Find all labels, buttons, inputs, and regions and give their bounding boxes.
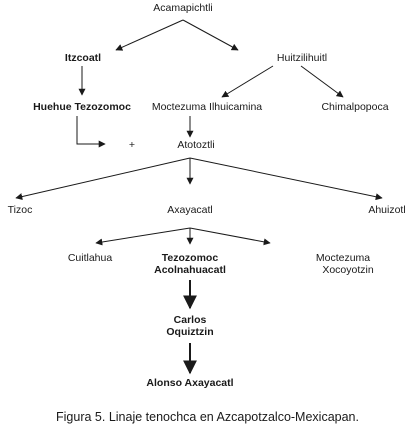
figure-caption: Figura 5. Linaje tenochca en Azcapotzalc…	[56, 410, 359, 424]
person-tezozomoc-acolnahuacatl-line1: Tezozomoc	[161, 252, 219, 264]
plus-sign: +	[128, 139, 136, 151]
person-acamapichtli: Acamapichtli	[153, 2, 213, 14]
person-moctezuma-xocoyotzin-line1: Moctezuma	[315, 252, 371, 264]
arrow-huitzilihuitl-chimalpopoca	[300, 65, 344, 98]
arrow-huehue-union	[76, 116, 106, 148]
arrow-axayacatl-moctezuma-x	[189, 227, 271, 246]
person-tezozomoc-acolnahuacatl-line2: Acolnahuacatl	[154, 264, 226, 276]
arrow-axayacatl-cuitlahua	[95, 227, 191, 246]
arrow-acamapichtli-huitzilihuitl	[182, 19, 239, 51]
person-moctezuma-ilhuicamina: Moctezuma Ilhuicamina	[151, 101, 263, 113]
person-atotoztli: Atotoztli	[177, 139, 215, 151]
person-huitzilihuitl: Huitzilihuitl	[276, 52, 328, 64]
arrow-huitzilihuitl-moctezuma	[221, 65, 274, 98]
person-cuitlahua: Cuitlahua	[67, 252, 113, 264]
person-itzcoatl: Itzcoatl	[64, 52, 102, 64]
arrow-atotoztli-ahuizotl	[189, 157, 383, 201]
person-moctezuma-xocoyotzin-line2: Xocoyotzin	[322, 264, 374, 276]
person-carlos-oquiztzin-line1: Carlos	[173, 314, 207, 326]
arrow-atotoztli-tizoc	[15, 157, 191, 200]
person-carlos-oquiztzin-line2: Oquiztzin	[166, 326, 214, 338]
person-huehue-tezozomoc: Huehue Tezozomoc	[33, 101, 131, 113]
person-ahuizotl: Ahuizotl	[368, 204, 406, 216]
arrow-acamapichtli-itzcoatl	[115, 19, 184, 51]
person-chimalpopoca: Chimalpopoca	[321, 101, 389, 113]
person-axayacatl: Axayacatl	[167, 204, 213, 216]
person-alonso-axayacatl: Alonso Axayacatl	[146, 377, 234, 389]
person-tizoc: Tizoc	[7, 204, 33, 216]
